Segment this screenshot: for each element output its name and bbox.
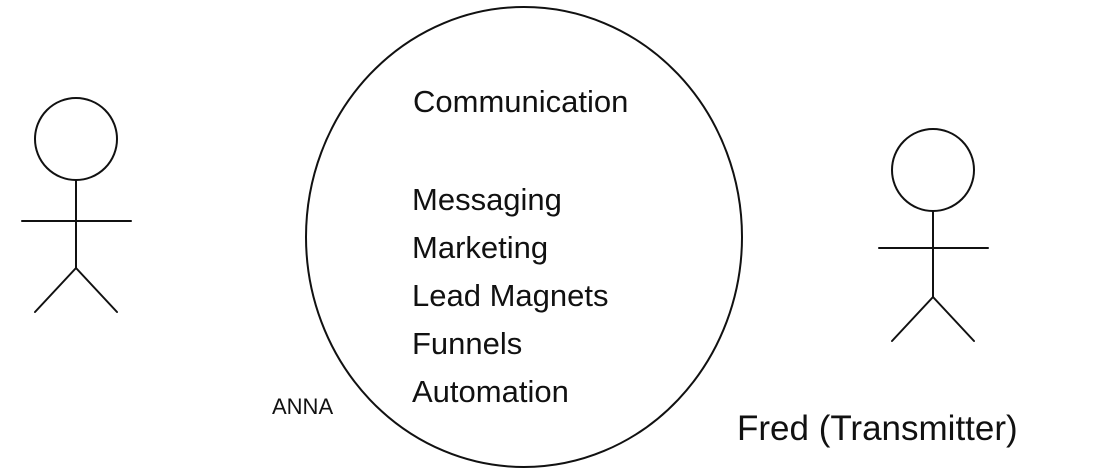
right-person-label: Fred (Transmitter): [737, 409, 1018, 448]
topic-item: Lead Magnets: [412, 278, 609, 313]
diagram-title: Communication: [413, 84, 629, 119]
topic-item: Automation: [412, 374, 569, 409]
topic-list: Messaging Marketing Lead Magnets Funnels…: [412, 176, 608, 416]
stick-figure-right-head: [891, 128, 975, 212]
stick-figure-left: [21, 97, 132, 313]
topic-item: Marketing: [412, 230, 549, 265]
left-person-label: ANNA: [272, 394, 334, 419]
stick-figure-right-leg-left: [891, 296, 934, 342]
stick-figure-left-leg-right: [75, 267, 118, 313]
stick-figure-right-leg-right: [932, 296, 975, 342]
communication-circle: [305, 6, 743, 468]
stick-figure-right: [878, 128, 989, 342]
stick-figure-left-head: [34, 97, 118, 181]
topic-item: Funnels: [412, 326, 523, 361]
stick-figure-left-leg-left: [34, 267, 77, 313]
topic-item: Messaging: [412, 182, 562, 217]
